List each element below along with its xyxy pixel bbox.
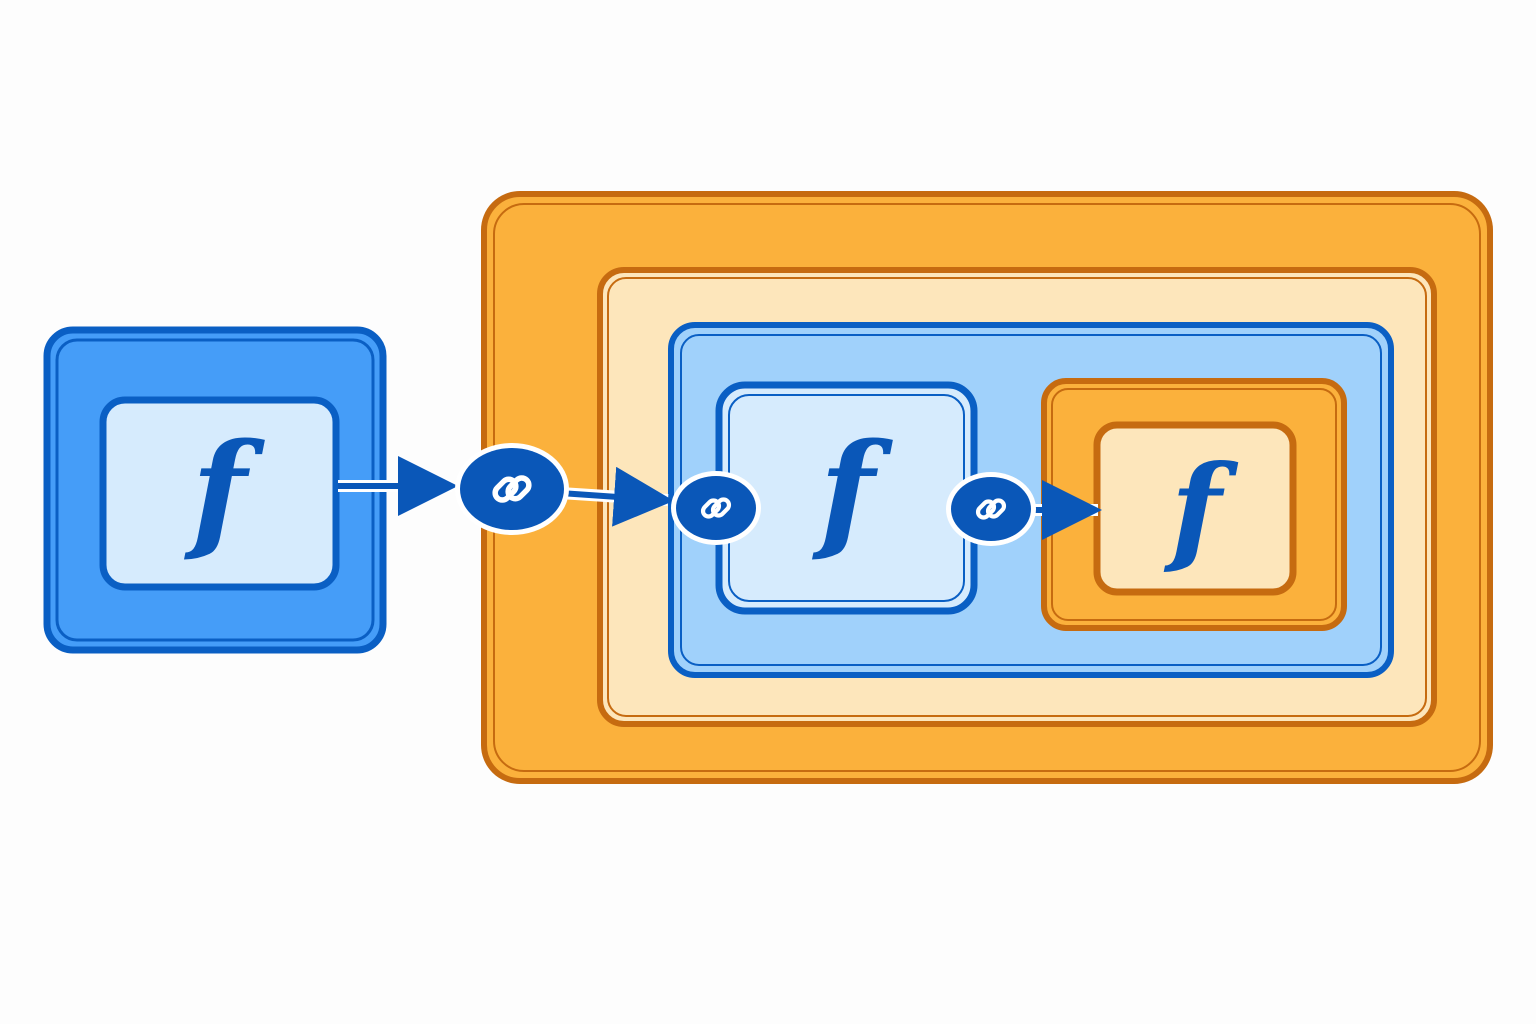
standalone-function-block[interactable]: f [43,326,387,654]
link-badge-1[interactable] [455,443,569,535]
link-badge-2[interactable] [671,471,761,545]
link-badge-3[interactable] [946,472,1036,546]
inner-blue-function-block[interactable]: f [715,381,978,615]
inner-orange-function-block[interactable]: f [1041,378,1347,631]
link-arrow-2 [559,466,674,527]
